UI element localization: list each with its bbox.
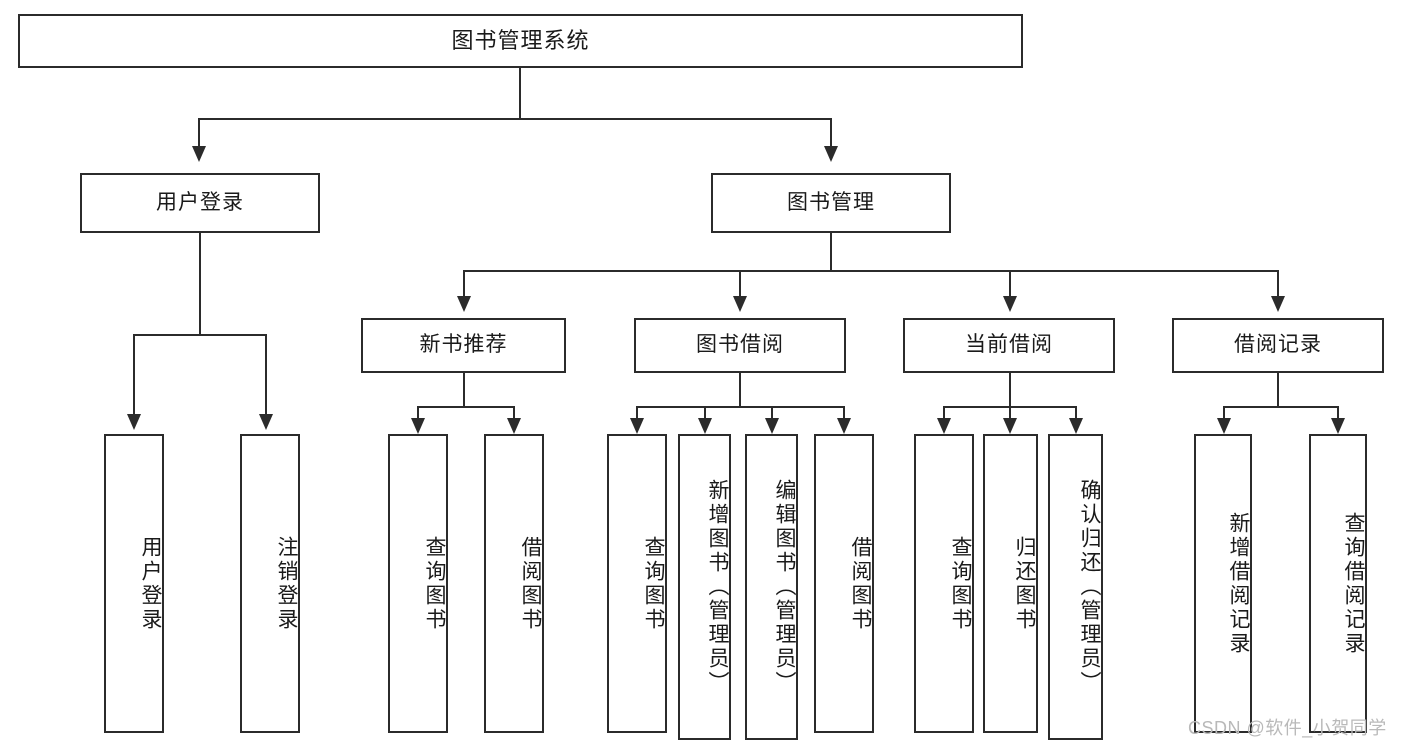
node-user-login[interactable]: 用户登录: [80, 173, 320, 233]
edge-book-borrow-bar: [636, 406, 845, 408]
edge-user-login-bar: [133, 334, 267, 336]
node-leaf-logout-label: 注销登录: [275, 535, 298, 632]
node-user-login-label: 用户登录: [156, 190, 244, 214]
node-leaf-return-book[interactable]: 归还图书: [983, 434, 1038, 733]
node-root[interactable]: 图书管理系统: [18, 14, 1023, 68]
node-current-borrow-label: 当前借阅: [965, 333, 1053, 357]
node-leaf-edit-book[interactable]: 编辑图书（管理员）: [745, 434, 798, 740]
edge-user-login-drop-2: [265, 334, 267, 416]
watermark-text: CSDN @软件_小贺同学: [1188, 718, 1387, 738]
node-leaf-borrow-book-2[interactable]: 借阅图书: [814, 434, 874, 733]
arrow-down-icon-leaf-logout: [259, 414, 273, 430]
edge-borrow-record-drop-1: [1223, 406, 1225, 420]
node-leaf-query-book-2[interactable]: 查询图书: [607, 434, 667, 733]
arrow-down-icon-new-book-rec: [457, 296, 471, 312]
edge-book-manage-stem: [830, 233, 832, 271]
edge-book-borrow-drop-1: [636, 406, 638, 420]
arrow-down-icon-leaf-edit-book: [765, 418, 779, 434]
arrow-down-icon-leaf-return-book: [1003, 418, 1017, 434]
edge-book-borrow-drop-3: [771, 406, 773, 420]
node-leaf-add-book-label: 新增图书（管理员）: [706, 479, 729, 695]
node-leaf-query-record[interactable]: 查询借阅记录: [1309, 434, 1367, 733]
node-leaf-borrow-book-2-label: 借阅图书: [849, 535, 872, 632]
arrow-down-icon-leaf-borrow-book-2: [837, 418, 851, 434]
edge-root-to-user-login: [198, 118, 200, 148]
arrow-down-icon-leaf-add-book: [698, 418, 712, 434]
edge-root-to-book-manage: [830, 118, 832, 148]
node-leaf-borrow-book-1-label: 借阅图书: [519, 535, 542, 632]
edge-book-borrow-drop-2: [704, 406, 706, 420]
node-book-borrow[interactable]: 图书借阅: [634, 318, 846, 373]
edge-new-book-rec-bar: [417, 406, 515, 408]
node-leaf-borrow-book-1[interactable]: 借阅图书: [484, 434, 544, 733]
arrow-down-icon-leaf-query-book-2: [630, 418, 644, 434]
edge-current-borrow-drop-2: [1009, 406, 1011, 420]
edge-root-bar: [198, 118, 832, 120]
node-root-label: 图书管理系统: [451, 28, 590, 54]
arrow-down-icon-leaf-query-book-1: [411, 418, 425, 434]
edge-current-borrow-drop-3: [1075, 406, 1077, 420]
edge-book-manage-drop-4: [1277, 270, 1279, 298]
node-leaf-query-record-label: 查询借阅记录: [1342, 511, 1365, 656]
node-new-book-rec[interactable]: 新书推荐: [361, 318, 566, 373]
node-leaf-add-book[interactable]: 新增图书（管理员）: [678, 434, 731, 740]
node-book-manage-label: 图书管理: [787, 190, 875, 214]
edge-user-login-drop-1: [133, 334, 135, 416]
arrow-down-icon-leaf-add-record: [1217, 418, 1231, 434]
edge-book-borrow-drop-4: [843, 406, 845, 420]
edge-new-book-rec-drop-1: [417, 406, 419, 420]
node-book-manage[interactable]: 图书管理: [711, 173, 951, 233]
node-leaf-logout[interactable]: 注销登录: [240, 434, 300, 733]
edge-user-login-stem: [199, 233, 201, 335]
node-leaf-return-book-label: 归还图书: [1013, 535, 1036, 632]
edge-root-stem: [519, 68, 521, 119]
edge-borrow-record-drop-2: [1337, 406, 1339, 420]
edge-book-manage-bar: [463, 270, 1279, 272]
edge-new-book-rec-stem: [463, 373, 465, 408]
arrow-down-icon-leaf-borrow-book-1: [507, 418, 521, 434]
node-leaf-query-book-1-label: 查询图书: [423, 535, 446, 632]
arrow-down-icon-borrow-record: [1271, 296, 1285, 312]
node-leaf-query-book-2-label: 查询图书: [642, 535, 665, 632]
arrow-down-icon-leaf-confirm-return: [1069, 418, 1083, 434]
edge-book-borrow-stem: [739, 373, 741, 408]
node-new-book-rec-label: 新书推荐: [419, 333, 508, 357]
node-borrow-record-label: 借阅记录: [1234, 333, 1322, 357]
arrow-down-icon-leaf-query-book-3: [937, 418, 951, 434]
node-leaf-user-login-label: 用户登录: [139, 535, 162, 632]
edge-current-borrow-drop-1: [943, 406, 945, 420]
node-leaf-query-book-3[interactable]: 查询图书: [914, 434, 974, 733]
edge-current-borrow-stem: [1009, 373, 1011, 408]
node-leaf-add-record-label: 新增借阅记录: [1227, 511, 1250, 656]
node-leaf-add-record[interactable]: 新增借阅记录: [1194, 434, 1252, 733]
arrow-down-icon-book-borrow: [733, 296, 747, 312]
node-leaf-user-login[interactable]: 用户登录: [104, 434, 164, 733]
edge-borrow-record-bar: [1223, 406, 1339, 408]
arrow-down-icon-leaf-user-login: [127, 414, 141, 430]
edge-book-manage-drop-3: [1009, 270, 1011, 298]
edge-borrow-record-stem: [1277, 373, 1279, 408]
arrow-down-icon-leaf-query-record: [1331, 418, 1345, 434]
edge-new-book-rec-drop-2: [513, 406, 515, 420]
arrow-down-icon-user-login: [192, 146, 206, 162]
node-leaf-confirm-return-label: 确认归还（管理员）: [1078, 479, 1101, 695]
arrow-down-icon-book-manage: [824, 146, 838, 162]
node-book-borrow-label: 图书借阅: [696, 333, 784, 357]
node-leaf-query-book-1[interactable]: 查询图书: [388, 434, 448, 733]
edge-book-manage-drop-2: [739, 270, 741, 298]
node-borrow-record[interactable]: 借阅记录: [1172, 318, 1384, 373]
node-leaf-query-book-3-label: 查询图书: [949, 535, 972, 632]
node-leaf-confirm-return[interactable]: 确认归还（管理员）: [1048, 434, 1103, 740]
edge-book-manage-drop-1: [463, 270, 465, 298]
node-leaf-edit-book-label: 编辑图书（管理员）: [773, 479, 796, 695]
node-current-borrow[interactable]: 当前借阅: [903, 318, 1115, 373]
arrow-down-icon-current-borrow: [1003, 296, 1017, 312]
